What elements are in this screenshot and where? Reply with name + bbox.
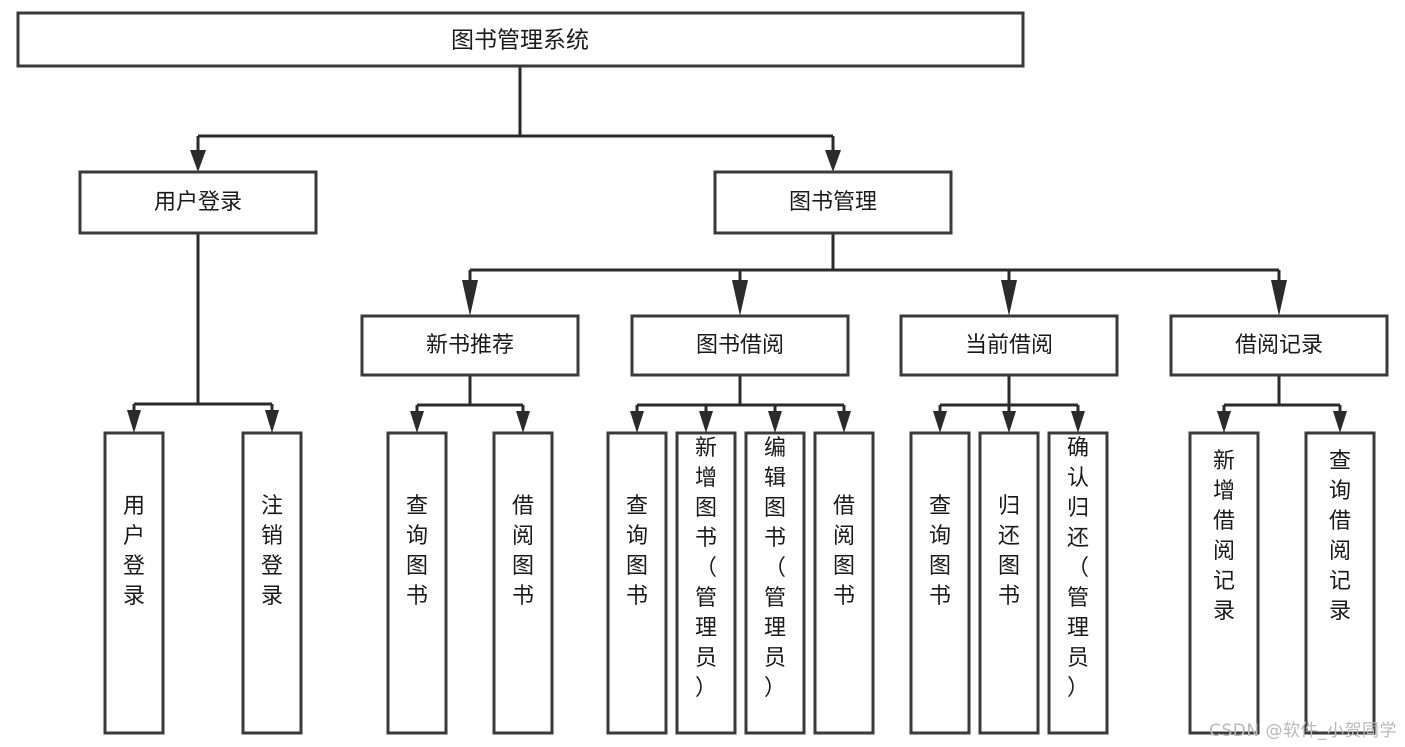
node-book-manage-label: 图书管理	[789, 190, 877, 215]
arrow-head-book-manage	[825, 150, 841, 172]
leaf-newbook-borrow-box[interactable]	[492, 431, 554, 735]
leaf-currentborrow-query-label: 查询图书	[929, 494, 951, 609]
leaf-newbook-query-box[interactable]	[386, 431, 448, 735]
leaf-currentborrow-return-box[interactable]	[978, 431, 1040, 735]
node-borrow-record[interactable]: 借阅记录	[1169, 314, 1389, 377]
leaf-bookborrow-edit-label: 编辑图书（管理员）	[764, 436, 786, 701]
node-borrow-record-label: 借阅记录	[1235, 333, 1323, 358]
node-user-login-label: 用户登录	[154, 190, 242, 215]
node-user-login-box[interactable]	[78, 170, 318, 235]
leaf-logout-label: 注销登录	[261, 494, 283, 609]
arrow-head-current-borrow	[1001, 280, 1017, 316]
leaf-bookborrow-query-box[interactable]	[606, 431, 668, 735]
connector-layer	[127, 66, 1347, 433]
node-book-manage[interactable]: 图书管理	[713, 170, 953, 235]
node-current-borrow-label: 当前借阅	[965, 333, 1053, 358]
leaf-newbook-query-label: 查询图书	[406, 494, 428, 609]
leaf-bookborrow-borrow-label: 借阅图书	[833, 494, 855, 609]
leaf-node-bookborrow-query[interactable]: 查询图书	[606, 431, 668, 735]
leaf-currentborrow-return-label: 归还图书	[998, 494, 1020, 609]
leaf-node-bookborrow-add[interactable]: 新增图书（管理员）	[675, 431, 737, 735]
leaf-node-currentborrow-return[interactable]: 归还图书	[978, 431, 1040, 735]
leaf-node-borrowrecord-add[interactable]: 新增借阅记录	[1188, 431, 1260, 735]
arrow-head-bookborrow-leaf-1	[630, 411, 644, 433]
arrow-head-bookborrow-leaf-4	[837, 411, 851, 433]
arrow-head-newbook-leaf-2	[516, 411, 530, 433]
leaf-node-currentborrow-confirm[interactable]: 确认归还（管理员）	[1047, 431, 1109, 735]
node-book-manage-box[interactable]	[713, 170, 953, 235]
node-root-box[interactable]	[16, 11, 1025, 68]
node-root[interactable]: 图书管理系统	[16, 11, 1025, 68]
node-book-borrow[interactable]: 图书借阅	[630, 314, 850, 377]
arrow-head-newbook-leaf-1	[410, 411, 424, 433]
leaf-user-login-label: 用户登录	[123, 494, 145, 609]
leaf-node-logout[interactable]: 注销登录	[241, 431, 303, 735]
leaf-bookborrow-edit-box[interactable]	[744, 431, 806, 735]
leaf-node-bookborrow-borrow[interactable]: 借阅图书	[813, 431, 875, 735]
leaf-logout-box[interactable]	[241, 431, 303, 735]
node-current-borrow-box[interactable]	[899, 314, 1119, 377]
arrow-head-user-login	[190, 150, 206, 172]
arrow-head-leaf-logout	[265, 410, 279, 433]
node-new-book-recommend-label: 新书推荐	[426, 333, 514, 358]
node-user-login[interactable]: 用户登录	[78, 170, 318, 235]
leaf-node-currentborrow-query[interactable]: 查询图书	[909, 431, 971, 735]
leaf-bookborrow-add-label: 新增图书（管理员）	[695, 436, 717, 701]
leaf-bookborrow-borrow-box[interactable]	[813, 431, 875, 735]
node-new-book-recommend-box[interactable]	[360, 314, 580, 377]
arrow-head-bookborrow-leaf-3	[768, 411, 782, 433]
arrow-head-currentborrow-leaf-2	[1002, 411, 1016, 433]
csdn-watermark: CSDN @软件_小贺同学	[1209, 721, 1397, 741]
node-new-book-recommend[interactable]: 新书推荐	[360, 314, 580, 377]
leaf-bookborrow-add-box[interactable]	[675, 431, 737, 735]
arrow-head-borrowrecord-leaf-1	[1217, 411, 1231, 433]
arrow-head-borrow-record	[1271, 280, 1287, 316]
leaf-currentborrow-query-box[interactable]	[909, 431, 971, 735]
arrow-head-book-borrow	[732, 280, 748, 316]
arrow-head-currentborrow-leaf-3	[1071, 411, 1085, 433]
leaf-node-user-login[interactable]: 用户登录	[103, 431, 165, 735]
arrow-head-borrowrecord-leaf-2	[1333, 411, 1347, 433]
leaf-newbook-borrow-label: 借阅图书	[512, 494, 534, 609]
arrow-head-new-book-recommend	[462, 280, 478, 316]
node-book-borrow-box[interactable]	[630, 314, 850, 377]
node-root-label: 图书管理系统	[451, 28, 589, 54]
node-current-borrow[interactable]: 当前借阅	[899, 314, 1119, 377]
leaf-currentborrow-confirm-label: 确认归还（管理员）	[1067, 436, 1089, 701]
leaf-currentborrow-confirm-box[interactable]	[1047, 431, 1109, 735]
leaf-borrowrecord-query-box[interactable]	[1304, 431, 1376, 735]
leaf-node-borrowrecord-query[interactable]: 查询借阅记录	[1304, 431, 1376, 735]
leaf-borrowrecord-add-label: 新增借阅记录	[1213, 449, 1235, 624]
leaf-user-login-box[interactable]	[103, 431, 165, 735]
arrow-head-currentborrow-leaf-1	[933, 411, 947, 433]
arrow-head-leaf-user-login	[127, 410, 141, 433]
node-borrow-record-box[interactable]	[1169, 314, 1389, 377]
arrow-head-bookborrow-leaf-2	[699, 411, 713, 433]
leaf-node-bookborrow-edit[interactable]: 编辑图书（管理员）	[744, 431, 806, 735]
leaf-node-newbook-query[interactable]: 查询图书	[386, 431, 448, 735]
leaf-borrowrecord-add-box[interactable]	[1188, 431, 1260, 735]
leaf-node-newbook-borrow[interactable]: 借阅图书	[492, 431, 554, 735]
leaf-bookborrow-query-label: 查询图书	[626, 494, 648, 609]
leaf-borrowrecord-query-label: 查询借阅记录	[1329, 449, 1351, 624]
node-book-borrow-label: 图书借阅	[696, 333, 784, 358]
